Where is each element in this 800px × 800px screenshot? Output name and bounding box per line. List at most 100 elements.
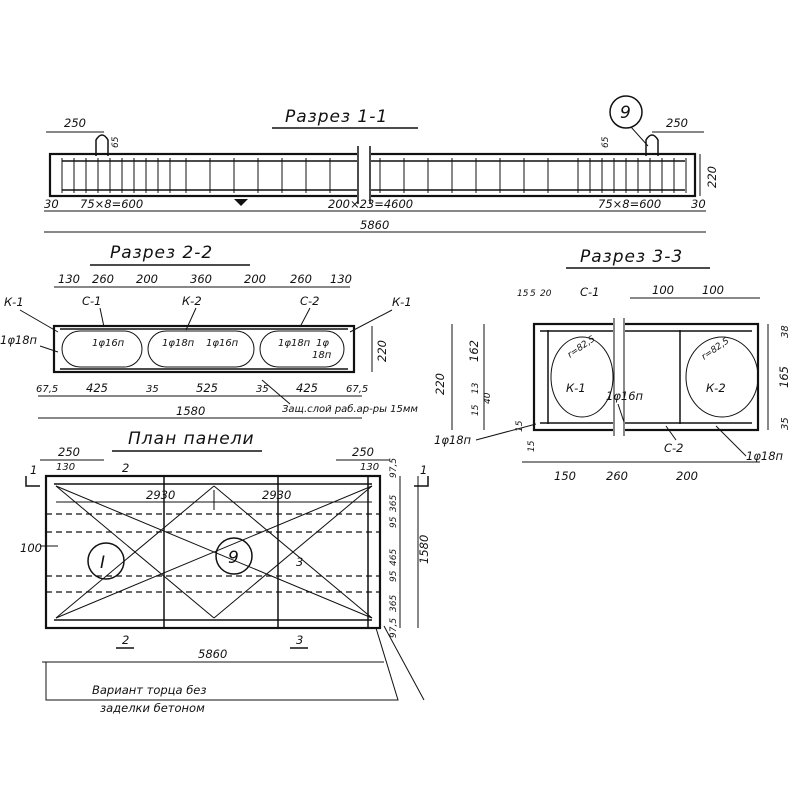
dim-260: 260 (606, 469, 628, 483)
note-line-1: Вариант торца без (92, 683, 206, 697)
break-gap (357, 146, 371, 204)
label-k2: К-2 (706, 381, 726, 395)
leader (39, 345, 59, 353)
leader (185, 307, 197, 331)
cut-mark-1-left (25, 476, 40, 487)
break-gap (613, 318, 625, 436)
diag-brace (55, 485, 215, 619)
dim-130-right: 130 (360, 462, 379, 473)
diag-brace (213, 485, 373, 619)
cut-mark-1-right (414, 476, 429, 487)
plan-title: План панели (128, 429, 255, 449)
mark-3-bottom: 3 (296, 633, 303, 647)
support-mark (234, 199, 248, 206)
callout-9-circle (609, 95, 643, 129)
span-right: 2930 (262, 488, 291, 502)
section-3-3-title: Разрез 3-3 (580, 247, 683, 267)
leader (299, 307, 311, 328)
dim-365-bottom: 365 (389, 595, 399, 612)
dim-200: 200 (676, 469, 698, 483)
leader (617, 403, 625, 423)
dim-30-left: 30 (44, 197, 59, 211)
dim-162: 162 (467, 340, 481, 362)
bar-3: 1φ16п (206, 338, 239, 349)
mark-1-left: 1 (30, 463, 37, 477)
void-circle-right (685, 336, 759, 418)
dim-360: 360 (190, 272, 212, 286)
radius-right: r=82,5 (700, 336, 732, 362)
void-middle (147, 330, 255, 368)
callout-I: I (100, 553, 106, 573)
dim-height-220: 220 (705, 166, 719, 188)
callout-9-circle (215, 537, 253, 575)
dim-250-right: 250 (352, 445, 374, 459)
dim-15: 15 (471, 404, 481, 416)
plan-outline (44, 474, 382, 630)
dim-40: 40 (483, 392, 493, 404)
leader (99, 307, 105, 328)
diag-brace (55, 485, 373, 619)
cover-note: Защ.слой раб.ар-ры 15мм (282, 403, 418, 415)
leader (475, 423, 537, 441)
label-k1-left: К-1 (4, 295, 24, 309)
note-leader (383, 625, 425, 701)
leader (715, 425, 747, 457)
section-1-1: Разрез 1-1 9 250 65 65 250 220 30 7 (44, 95, 719, 233)
bar-mid: 1φ16п (606, 389, 644, 403)
label-c2: С-2 (300, 294, 320, 308)
dim-100-b: 100 (702, 283, 724, 297)
dim-150: 150 (554, 469, 576, 483)
label-c2: С-2 (664, 441, 684, 455)
dim-200: 200 (136, 272, 158, 286)
dim-30-right: 30 (691, 197, 706, 211)
dim-425-left: 425 (86, 381, 108, 395)
dim-38: 38 (780, 325, 791, 338)
bar-right: 1φ18п (746, 449, 784, 463)
label-k1: К-1 (566, 381, 586, 395)
dim-165: 165 (777, 366, 791, 388)
callout-9: 9 (620, 103, 632, 123)
dim-5: 5 (530, 289, 536, 299)
dim-260: 260 (290, 272, 312, 286)
bar-left: 1φ18п (434, 433, 472, 447)
section-2-2: Разрез 2-2 130 260 200 360 200 260 130 С… (0, 243, 418, 419)
dim-100: 100 (20, 541, 42, 555)
dim-1580: 1580 (417, 535, 431, 564)
lifting-loop (95, 134, 109, 156)
dim-35-left: 35 (146, 384, 159, 395)
dim-130-left: 130 (56, 462, 75, 473)
leader (349, 309, 393, 333)
mark-1-right: 1 (420, 463, 427, 477)
leader (261, 379, 291, 405)
dim-left-250: 250 (64, 116, 86, 130)
bar-2: 1φ18п (162, 338, 195, 349)
panel-plan: План панели 250 250 130 130 1 1 2 2 3 3 (20, 429, 431, 715)
mark-3-mid: 3 (296, 555, 303, 569)
radius-left: r=82,5 (566, 334, 598, 360)
dim-right-250: 250 (666, 116, 688, 130)
dim-75x8-left: 75×8=600 (80, 197, 143, 211)
dim-5860: 5860 (198, 647, 227, 661)
callout-leader (630, 126, 649, 147)
dim-220: 220 (433, 373, 447, 395)
dim-100-a: 100 (652, 283, 674, 297)
dim-15-c: 15 (527, 440, 537, 452)
bar-4: 1φ18п (278, 338, 311, 349)
section-3-3: Разрез 3-3 15 5 20 С-1 100 100 r=82,5 r=… (433, 247, 791, 483)
panel-section (52, 324, 356, 374)
section-2-2-title: Разрез 2-2 (110, 243, 213, 263)
dim-425-right: 425 (296, 381, 318, 395)
dim-260: 260 (92, 272, 114, 286)
dim-130: 130 (330, 272, 352, 286)
bar-left: 1φ18п (0, 333, 38, 347)
label-k1-right: К-1 (392, 295, 412, 309)
dim-20: 20 (540, 289, 552, 299)
dim-97-5-bottom: 97,5 (389, 618, 399, 638)
dim-67-5-left: 67,5 (36, 384, 58, 395)
dim-97-5-top: 97,5 (389, 458, 399, 478)
dim-95-bottom: 95 (389, 570, 399, 582)
void-left (61, 330, 143, 368)
dim-67-5-right: 67,5 (346, 384, 368, 395)
dim-35-right: 35 (256, 384, 269, 395)
